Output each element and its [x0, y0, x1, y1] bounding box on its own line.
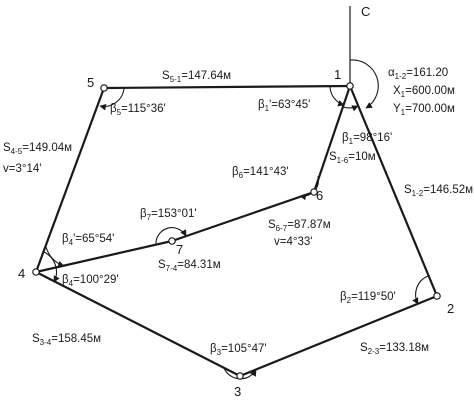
- angle-label-beta2: β2=119°50': [340, 291, 396, 305]
- side-label-7-4: S7-4=84.31м: [158, 259, 221, 273]
- angle-arc-beta4: [43, 251, 60, 283]
- point-label-5: 5: [87, 75, 94, 90]
- station-marker-2: [433, 292, 441, 300]
- edge-5-1: [103, 84, 351, 90]
- side-label-1-2: S1-2=146.52м: [404, 184, 473, 198]
- station-marker-7: [168, 237, 176, 245]
- edge-2-3: [239, 294, 438, 378]
- angle-label-beta4-prime: β4'=65°54': [62, 233, 114, 247]
- point-label-3: 3: [234, 384, 241, 399]
- slope-label-6-7: v=4°33': [274, 236, 312, 248]
- side-label-5-1: S5-1=147.64м: [162, 70, 231, 84]
- side-label-3-4: S3-4=158.45м: [32, 333, 101, 347]
- north-label: С: [361, 4, 370, 19]
- slope-label-4-5: v=3°14': [3, 163, 41, 175]
- angle-arc-beta5: [99, 87, 125, 111]
- station-marker-3: [236, 372, 244, 380]
- angle-arc-beta1-prime: [329, 86, 345, 107]
- angle-arc-beta1: [342, 105, 359, 112]
- point-label-1: 1: [334, 67, 341, 82]
- angle-label-beta6: β6=141°43': [232, 166, 289, 180]
- station-marker-1: [346, 82, 354, 90]
- edge-3-4: [35, 271, 241, 377]
- point-label-7: 7: [176, 242, 183, 257]
- side-label-4-5: S4-5=149.04м: [3, 142, 72, 156]
- angle-label-beta3: β3=105°47': [210, 343, 267, 357]
- angle-arc-beta2: [412, 275, 429, 305]
- edge-1-2: [348, 85, 439, 297]
- angle-label-beta4: β4=100°29': [62, 274, 119, 288]
- edge-4-5: [34, 87, 106, 273]
- angle-arc-beta4-prime: [45, 246, 65, 268]
- angle-label-beta1: β1=98°16': [342, 132, 392, 146]
- point-label-2: 2: [447, 301, 454, 316]
- x1-label: X1=600.00м: [393, 85, 455, 99]
- point-label-6: 6: [316, 188, 323, 203]
- angle-arc-alpha: [349, 59, 379, 109]
- station-marker-5: [100, 84, 108, 92]
- station-marker-6: [310, 188, 318, 196]
- angle-label-beta5: β5=115°36': [110, 103, 166, 117]
- side-label-1-6: S1-6=10м: [329, 151, 376, 165]
- alpha-label: α1-2=161.20: [388, 67, 448, 81]
- angle-arc-beta7: [155, 227, 187, 246]
- station-marker-4: [32, 268, 40, 276]
- edge-6-7: [171, 190, 315, 243]
- point-label-4: 4: [18, 266, 25, 281]
- side-label-6-7: S6-7=87.87м: [268, 219, 331, 233]
- angle-label-beta1-prime: β1'=63°45': [258, 99, 310, 113]
- angle-label-beta7: β7=153°01': [140, 208, 197, 222]
- y1-label: Y1=700.00м: [393, 103, 455, 117]
- side-label-2-3: S2-3=133.18м: [360, 342, 429, 356]
